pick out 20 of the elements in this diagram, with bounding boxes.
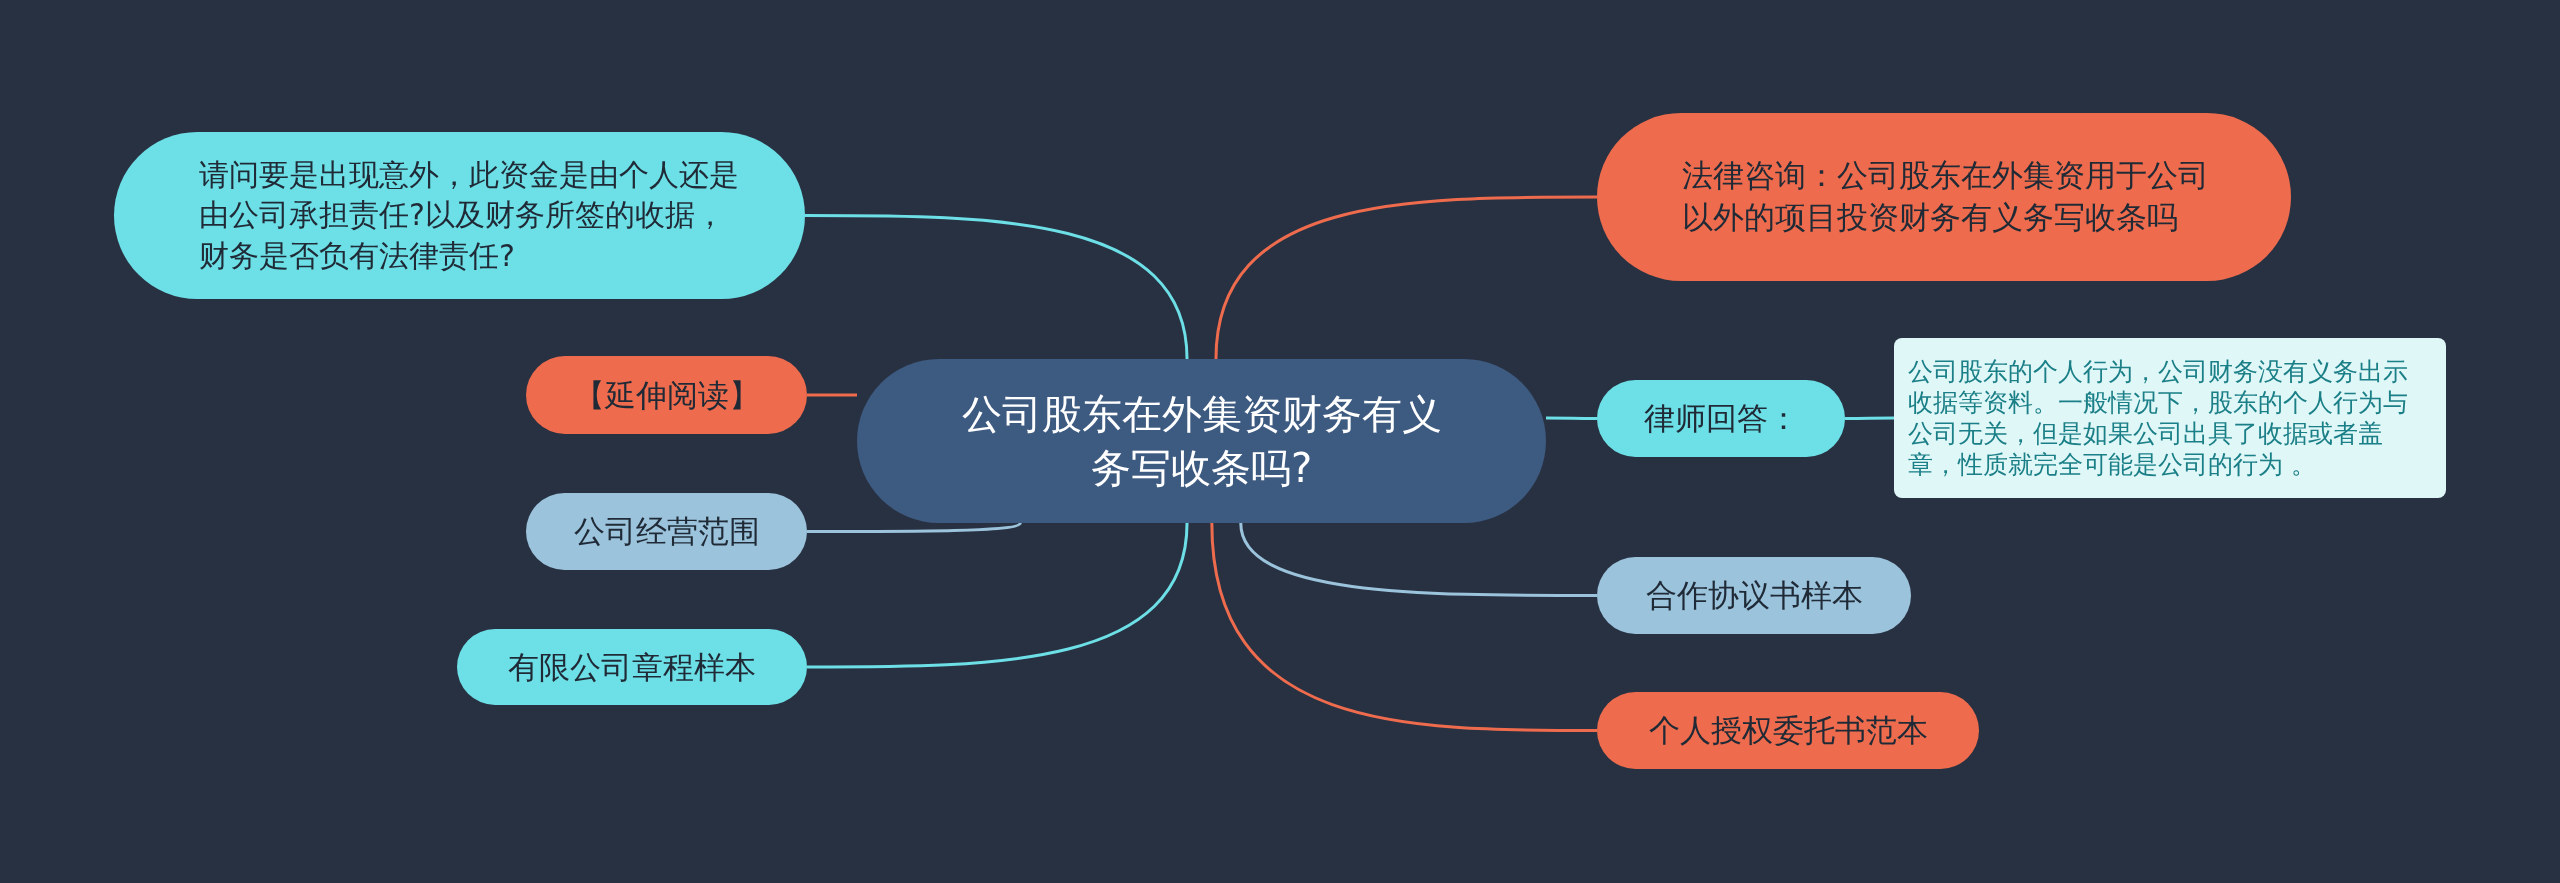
node-text: 公司股东的个人行为，公司财务没有义务出示收据等资料。一般情况下，股东的个人行为与公司无关，但是如果公司出具了收据或者盖章，性质就完全可能是公司的行为 。: [1908, 355, 2409, 481]
node-text: 【延伸阅读】: [573, 375, 760, 415]
connector-line: [805, 214, 1189, 360]
connector-line: [1546, 416, 1597, 420]
node-text: 公司股东在外集资财务有义务写收条吗?: [960, 390, 1443, 493]
connector-line: [807, 393, 857, 397]
node-text: 有限公司章程样本: [508, 647, 756, 687]
node-text: 个人授权委托书范本: [1648, 711, 1928, 751]
connector-line: [1214, 195, 1597, 360]
node-text: 请问要是出现意外，此资金是由个人还是由公司承担责任?以及财务所签的收据，财务是否负有法律责任?: [199, 155, 740, 275]
connector-line: [807, 521, 1022, 533]
node-text: 合作协议书样本: [1645, 576, 1863, 616]
node-text: 公司经营范围: [573, 512, 760, 552]
node-text: 法律咨询：公司股东在外集资用于公司以外的项目投资财务有义务写收条吗: [1682, 156, 2210, 237]
connector-line: [1845, 416, 1894, 420]
connector-line: [1239, 522, 1597, 597]
node-text: 律师回答：: [1643, 399, 1799, 439]
detail-card: [1894, 338, 2446, 498]
connector-line: [1210, 522, 1597, 732]
connector-line: [807, 522, 1189, 669]
